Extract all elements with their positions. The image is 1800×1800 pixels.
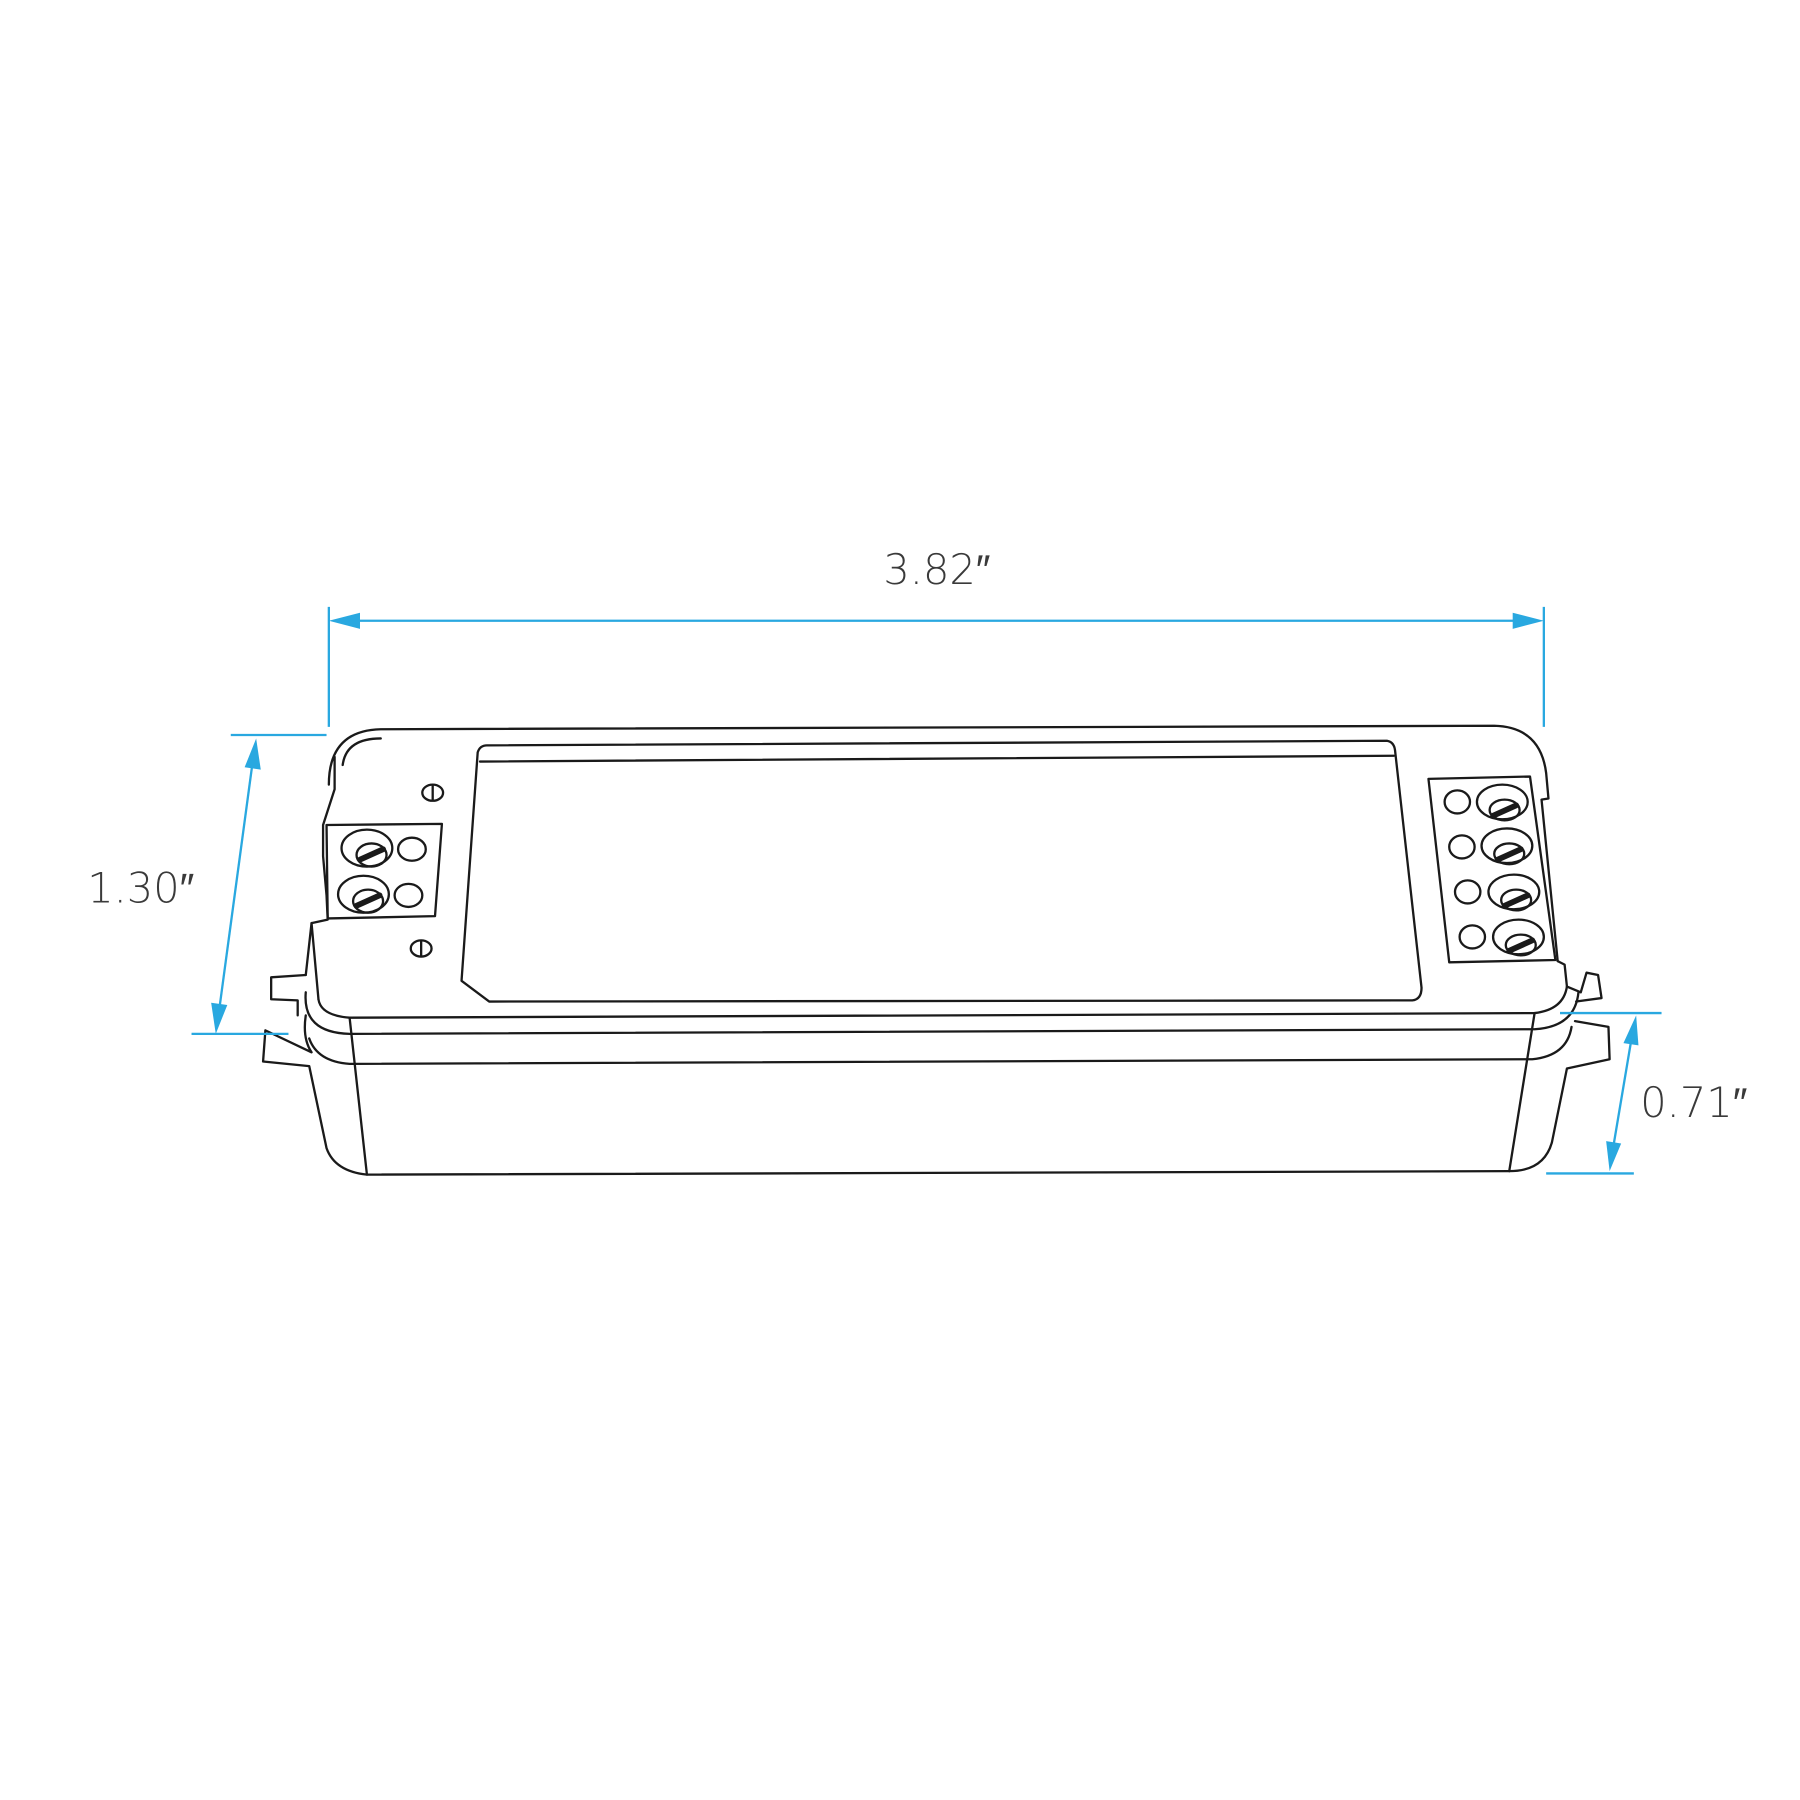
depth-label: 0.71″ bbox=[1640, 1078, 1747, 1127]
arrowhead-icon bbox=[244, 738, 261, 770]
screw-icon bbox=[1487, 873, 1541, 912]
arrowhead-icon bbox=[1512, 612, 1544, 629]
device-outline bbox=[261, 724, 1611, 1176]
right-terminal-block bbox=[1427, 775, 1557, 964]
screw-icon bbox=[1475, 783, 1529, 822]
arrowhead-icon bbox=[211, 1002, 228, 1034]
length-dimension: 3.82″ bbox=[327, 545, 1545, 727]
height-label: 1.30″ bbox=[87, 863, 194, 912]
height-dimension: 1.30″ bbox=[87, 733, 327, 1035]
depth-dimension: 0.71″ bbox=[1546, 1011, 1747, 1175]
arrowhead-icon bbox=[1606, 1141, 1622, 1172]
screw-icon bbox=[336, 874, 390, 914]
screw-icon bbox=[1491, 918, 1545, 957]
mounting-hole-icon bbox=[409, 783, 445, 958]
arrowhead-icon bbox=[1623, 1015, 1639, 1046]
label-window bbox=[460, 739, 1423, 1003]
length-label: 3.82″ bbox=[883, 545, 990, 594]
left-terminal-block bbox=[325, 822, 444, 920]
screw-icon bbox=[340, 828, 394, 868]
arrowhead-icon bbox=[328, 612, 360, 629]
screw-icon bbox=[1480, 827, 1534, 866]
